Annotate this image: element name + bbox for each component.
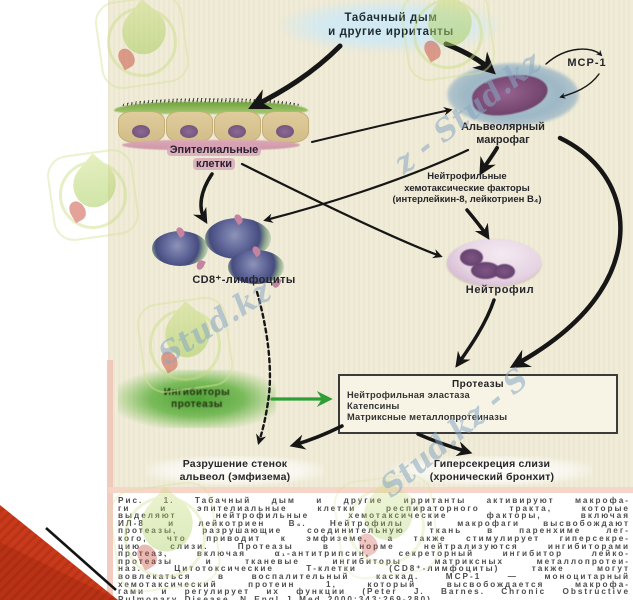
caption-line: хемотаксический протеин 1, который высво… xyxy=(118,579,630,589)
slide-corner-decoration xyxy=(0,505,118,600)
caption-line: Рис. 1. Табачный дым и другие ирританты … xyxy=(118,496,630,505)
alveolar-macrophage-label: Альвеолярный макрофаг xyxy=(461,121,545,146)
emphysema-outcome-label: Разрушение стенок альвеол (эмфизема) xyxy=(146,456,324,485)
caption-line: ИЛ-8 и лейкотриен B₄. Нейтрофилы и макро… xyxy=(118,518,630,528)
alveolar-macrophage-cell xyxy=(447,63,579,126)
proteases-box: Протеазы Нейтрофильная эластаза Катепсин… xyxy=(338,374,618,434)
proteases-title: Протеазы xyxy=(451,379,504,390)
caption-line: наз. Цитотоксические Т-клетки (CD8⁺-лимф… xyxy=(118,564,630,574)
caption-line: выделяют нейтрофильные хемотаксические ф… xyxy=(118,511,630,521)
cd8-lymphocyte-cell xyxy=(152,231,208,266)
chemotactic-factors-label: Нейтрофильные хемотаксические факторы (и… xyxy=(392,171,542,205)
caption-line: цию слизи. Протеазы в норме нейтрализуют… xyxy=(118,541,630,551)
caption-line: Pulmonary Disease. N Engl J Med 2000;343… xyxy=(118,594,432,600)
protease-item: Нейтрофильная эластаза xyxy=(347,390,470,400)
tobacco-smoke-label: Табачный дым и другие ирританты xyxy=(328,12,454,38)
epithelial-cell xyxy=(214,111,261,143)
caption-line: протеаз, включая α₁-антитрипсин, секрето… xyxy=(118,549,630,559)
cd8-lymphocytes-label: CD8⁺-лимфоциты xyxy=(192,274,296,286)
figure-caption: Рис. 1. Табачный дым и другие ирританты … xyxy=(118,497,630,600)
epithelial-cell xyxy=(262,111,309,143)
epithelial-cells-label: Эпителиальные клетки xyxy=(134,144,294,171)
caption-line: вовлекаться в воспалительный каскад. MCP… xyxy=(118,571,630,581)
protease-inhibitors-ellipse: Ингибиторы протеазы xyxy=(118,370,276,428)
epithelial-cell xyxy=(166,111,213,143)
panel-left-edge xyxy=(107,360,113,600)
neutrophil-label: Нейтрофил xyxy=(465,284,535,296)
bronchitis-outcome-label: Гиперсекреция слизи (хронический бронхит… xyxy=(392,456,592,485)
caption-line: гами и регулирует их функции (Peter J. B… xyxy=(118,587,630,597)
caption-line: кого, что приводит к эмфиземе, а также с… xyxy=(118,533,630,543)
panel-bottom-edge xyxy=(108,487,633,493)
caption-line: протеазы, разрушающие соединительную тка… xyxy=(118,526,630,536)
caption-line: протеазы и тканевые ингибиторы матриксны… xyxy=(118,556,630,566)
epithelial-cell xyxy=(118,111,165,143)
caption-line: ги и эпителиальные клетки респираторного… xyxy=(118,503,630,513)
mcp1-label: MCP-1 xyxy=(567,57,607,69)
neutrophil-cell xyxy=(447,239,541,286)
protease-item: Матриксные металлопротеиназы xyxy=(347,412,508,422)
protease-item: Катепсины xyxy=(347,401,400,411)
